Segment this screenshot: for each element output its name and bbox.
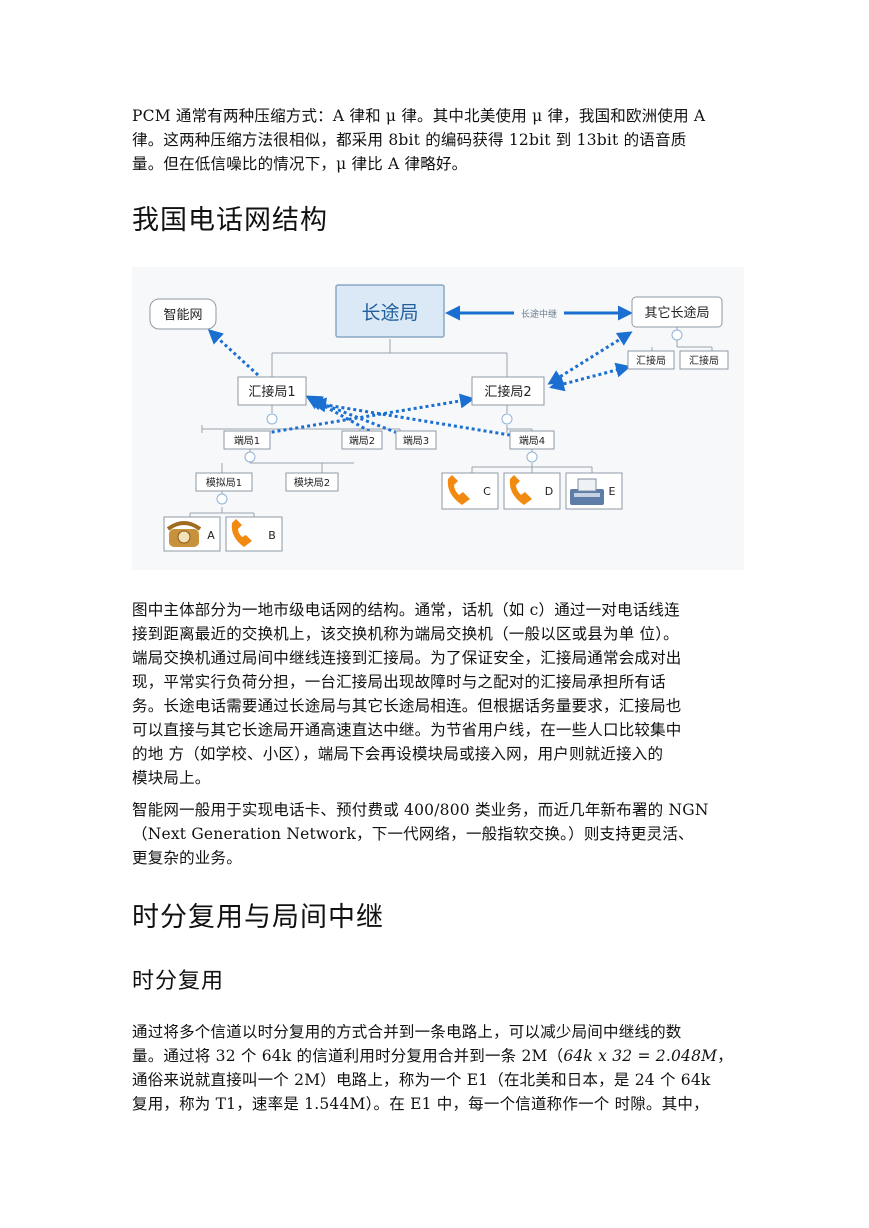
node-other-tandem-b bbox=[679, 350, 729, 370]
node-other-tandem-b-label: 汇接局 bbox=[689, 354, 719, 367]
terminal-b-label: B bbox=[268, 529, 276, 542]
text-line: 现，平常实行负荷分担，一台汇接局出现故障时与之配对的汇接局承担所有话 bbox=[132, 673, 666, 691]
collapse-toggles bbox=[216, 329, 683, 505]
fax-machine-icon bbox=[570, 478, 604, 505]
trunk-label-bg bbox=[514, 306, 564, 320]
handset-icon bbox=[509, 475, 532, 505]
text-line: 智能网一般用于实现电话卡、预付费或 400/800 类业务，而近几年新布署的 N… bbox=[132, 801, 709, 819]
text-segment: 量。通过将 32 个 64k 的信道利用时分复用合并到一条 2M（ bbox=[132, 1047, 564, 1065]
node-end-office-4-label: 端局4 bbox=[519, 434, 545, 447]
node-other-tandem-a bbox=[627, 350, 675, 370]
terminal-d-label: D bbox=[545, 485, 553, 498]
node-end-office-1-label: 端局1 bbox=[234, 434, 260, 447]
telephone-network-diagram: 长途中继 长途局 智能网 其它长途局 汇接局 汇接局 汇接局1 汇接局2 端局1… bbox=[132, 267, 744, 570]
node-end-office-3-label: 端局3 bbox=[403, 434, 429, 447]
node-intelligent-network-label: 智能网 bbox=[163, 308, 202, 323]
handset-icon bbox=[447, 475, 470, 505]
node-other-tandem-a-label: 汇接局 bbox=[636, 354, 666, 367]
section-heading-tdm-trunk: 时分复用与局间中继 bbox=[132, 902, 384, 933]
node-other-long-distance-label: 其它长途局 bbox=[644, 305, 709, 321]
subsection-heading-tdm: 时分复用 bbox=[132, 969, 225, 994]
intro-paragraph: PCM 通常有两种压缩方式：A 律和 μ 律。其中北美使用 μ 律，我国和欧洲使… bbox=[132, 104, 740, 176]
network-structure-paragraph: 图中主体部分为一地市级电话网的结构。通常，话机（如 c）通过一对电话线连 接到距… bbox=[132, 598, 740, 790]
node-end-office-2-label: 端局2 bbox=[349, 434, 375, 447]
text-line: PCM 通常有两种压缩方式：A 律和 μ 律。其中北美使用 μ 律，我国和欧洲使… bbox=[132, 107, 706, 125]
node-tandem-1 bbox=[237, 376, 307, 406]
text-line: 更复杂的业务。 bbox=[132, 849, 242, 867]
text-line: 图中主体部分为一地市级电话网的结构。通常，话机（如 c）通过一对电话线连 bbox=[132, 601, 680, 619]
terminal-c-label: C bbox=[483, 485, 491, 498]
trunk-label: 长途中继 bbox=[521, 308, 557, 320]
node-end-office-1 bbox=[223, 430, 271, 450]
text-line: 端局交换机通过局间中继线连接到汇接局。为了保证安全，汇接局通常会成对出 bbox=[132, 649, 682, 667]
node-tandem-2 bbox=[471, 376, 545, 406]
handset-icon bbox=[231, 519, 252, 547]
text-line: 通俗来说就直接叫一个 2M）电路上，称为一个 E1（在北美和日本，是 24 个 … bbox=[132, 1071, 711, 1089]
text-line: 的地 方（如学校、小区），端局下会再设模块局或接入网，用户则就近接入的 bbox=[132, 745, 664, 763]
text-line: 务。长途电话需要通过长途局与其它长途局相连。但根据话务量要求，汇接局也 bbox=[132, 697, 682, 715]
node-long-distance-label: 长途局 bbox=[361, 302, 418, 324]
node-intelligent-network bbox=[149, 298, 217, 330]
text-line: 通过将多个信道以时分复用的方式合并到一条电路上，可以减少局间中继线的数 bbox=[132, 1023, 682, 1041]
text-line: 量。通过将 32 个 64k 的信道利用时分复用合并到一条 2M（64k x 3… bbox=[132, 1044, 740, 1068]
text-line: 量。但在低信噪比的情况下，μ 律比 A 律略好。 bbox=[132, 155, 468, 173]
rotary-phone-icon bbox=[166, 521, 202, 547]
node-module-office-2-label: 模块局2 bbox=[294, 477, 330, 489]
text-line: 接到距离最近的交换机上，该交换机称为端局交换机（一般以区或县为单 位）。 bbox=[132, 625, 679, 643]
text-line: 律。这两种压缩方法很相似，都采用 8bit 的编码获得 12bit 到 13bi… bbox=[132, 131, 687, 149]
section-heading-network-structure: 我国电话网结构 bbox=[132, 205, 328, 236]
text-line: （Next Generation Network，下一代网络，一般指软交换。）则… bbox=[132, 825, 694, 843]
text-line: 模块局上。 bbox=[132, 769, 211, 787]
node-end-office-4 bbox=[509, 430, 555, 450]
node-module-office-1-label: 模拟局1 bbox=[206, 476, 242, 489]
node-other-long-distance bbox=[631, 296, 723, 328]
tdm-paragraph: 通过将多个信道以时分复用的方式合并到一条电路上，可以减少局间中继线的数 量。通过… bbox=[132, 1020, 740, 1116]
intelligent-network-paragraph: 智能网一般用于实现电话卡、预付费或 400/800 类业务，而近几年新布署的 N… bbox=[132, 798, 740, 870]
text-segment: ， bbox=[717, 1047, 733, 1065]
node-end-office-3 bbox=[395, 430, 437, 450]
node-long-distance bbox=[335, 284, 445, 338]
text-line: 复用，称为 T1，速率是 1.544M）。在 E1 中，每一个信道称作一个 时隙… bbox=[132, 1095, 709, 1113]
node-end-office-2 bbox=[341, 430, 383, 450]
terminal-e-label: E bbox=[609, 485, 616, 498]
text-line: 可以直接与其它长途局开通高速直达中继。为节省用户线，在一些人口比较集中 bbox=[132, 721, 682, 739]
dotted-trunk-links bbox=[207, 328, 633, 439]
node-tandem-2-label: 汇接局2 bbox=[484, 384, 531, 400]
node-module-office-2 bbox=[285, 472, 339, 492]
node-tandem-1-label: 汇接局1 bbox=[248, 384, 295, 400]
formula: 64k x 32 = 2.048M bbox=[563, 1047, 718, 1065]
terminal-a-label: A bbox=[207, 529, 215, 542]
node-module-office-1 bbox=[195, 472, 253, 492]
